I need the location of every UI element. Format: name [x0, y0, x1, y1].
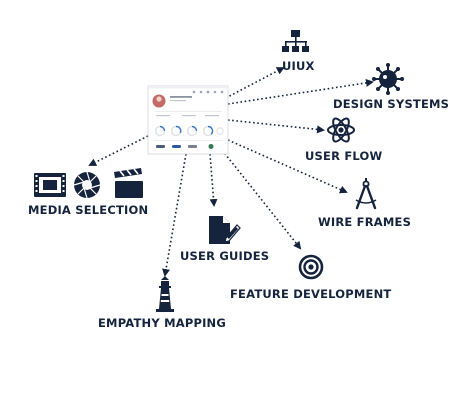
atom-icon [327, 117, 355, 143]
node-empathy-mapping: EMPATHY MAPPING [98, 276, 226, 330]
clapperboard-icon [114, 168, 143, 198]
brand-logo [188, 145, 197, 148]
profile-name-line [170, 96, 192, 98]
brand-logo [156, 145, 165, 148]
node-label: MEDIA SELECTION [28, 203, 148, 217]
nav-dot [220, 90, 224, 94]
compass-icon [355, 178, 377, 210]
stat-ring [216, 127, 224, 135]
node-label: EMPATHY MAPPING [98, 316, 226, 330]
profile-dashboard-thumbnail [147, 85, 229, 155]
node-design-systems: DESIGN SYSTEMS [333, 63, 449, 111]
document-pen-icon [209, 216, 241, 244]
node-wire-frames: WIRE FRAMES [318, 178, 411, 229]
virus-icon [372, 63, 404, 95]
node-label: UIUX [282, 59, 315, 73]
nav-dot [206, 90, 210, 94]
node-uiux: UIUX [282, 30, 315, 73]
arrow-to-uiux [221, 67, 285, 101]
brand-logo [172, 145, 181, 148]
lighthouse-icon [156, 276, 174, 312]
node-label: WIRE FRAMES [318, 215, 411, 229]
node-label: USER GUIDES [180, 249, 269, 263]
target-icon [298, 254, 324, 280]
arrow-to-wire-frames [227, 139, 348, 194]
node-user-guides: USER GUIDES [180, 216, 269, 263]
arrow-to-user-guides [209, 153, 218, 207]
nav-dot [199, 90, 203, 94]
node-media-selection: MEDIA SELECTION [28, 168, 148, 217]
arrow-to-empathy-mapping [162, 153, 187, 277]
arrow-to-user-flow [227, 119, 325, 134]
nav-dot [213, 90, 217, 94]
node-label: DESIGN SYSTEMS [333, 97, 449, 111]
brand-logo [208, 144, 214, 149]
arrow-to-design-systems [227, 78, 374, 105]
node-label: USER FLOW [305, 149, 382, 163]
aperture-icon [73, 171, 101, 199]
nav-dot [192, 90, 196, 94]
arrow-to-media-selection [88, 135, 149, 166]
sitemap-icon [282, 30, 309, 52]
connector-arrows [88, 67, 374, 277]
node-user-flow: USER FLOW [305, 117, 382, 163]
node-feature-development: FEATURE DEVELOPMENT [230, 254, 391, 301]
film-strip-icon [34, 173, 66, 197]
node-label: FEATURE DEVELOPMENT [230, 287, 391, 301]
